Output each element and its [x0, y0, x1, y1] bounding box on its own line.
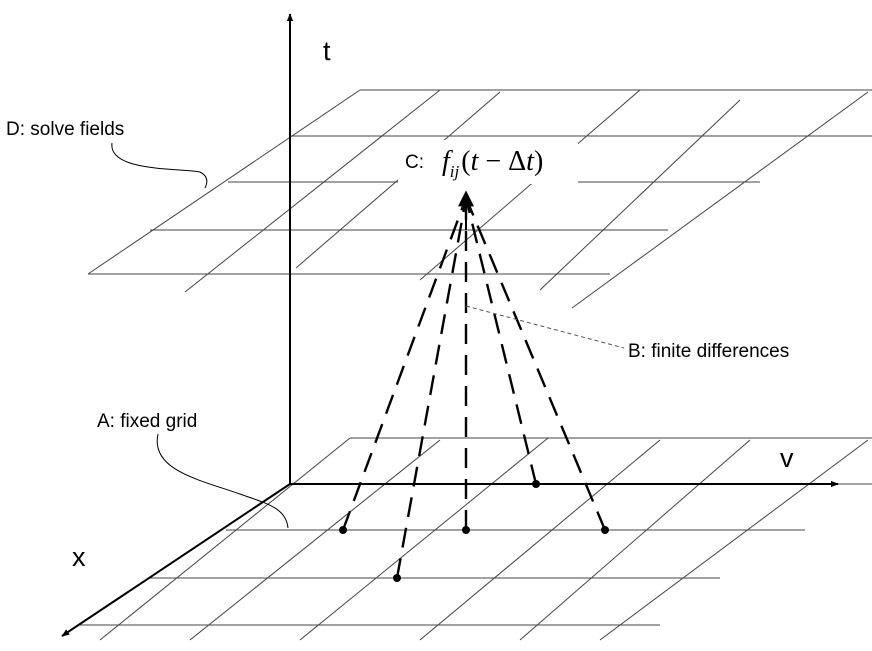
label-a: A: fixed grid — [97, 411, 197, 432]
upper-grid — [87, 89, 872, 309]
label-b: B: finite differences — [628, 341, 789, 362]
stencil-points — [339, 480, 609, 582]
formula-delta: Δ — [508, 146, 526, 177]
formula-text: fij(t − Δt) — [442, 146, 543, 181]
leader-line-b — [465, 305, 625, 349]
v-axis-label: v — [780, 443, 794, 473]
grid-point — [601, 526, 609, 534]
formula-subscript: ij — [450, 162, 460, 181]
formula-f: f — [442, 146, 453, 177]
lower-grid — [80, 437, 872, 641]
t-axis-label: t — [323, 36, 331, 66]
grid-point — [462, 526, 470, 534]
leader-line-a — [156, 433, 289, 529]
axes — [61, 13, 839, 637]
formula-close: ) — [534, 146, 543, 177]
grid-point — [339, 526, 347, 534]
formula-t: t — [471, 146, 480, 177]
formula-minus: − — [478, 146, 508, 177]
grid-point — [393, 574, 401, 582]
formula-t2: t — [526, 146, 535, 177]
grid-point — [532, 480, 540, 488]
formula-open: ( — [461, 146, 470, 177]
leader-line-d — [111, 142, 208, 189]
label-c-prefix: C: — [405, 152, 424, 173]
formula-background — [398, 140, 578, 184]
x-axis — [61, 483, 291, 637]
x-axis-label: x — [72, 542, 86, 572]
label-d: D: solve fields — [6, 119, 124, 140]
stencil-lines — [341, 197, 607, 579]
